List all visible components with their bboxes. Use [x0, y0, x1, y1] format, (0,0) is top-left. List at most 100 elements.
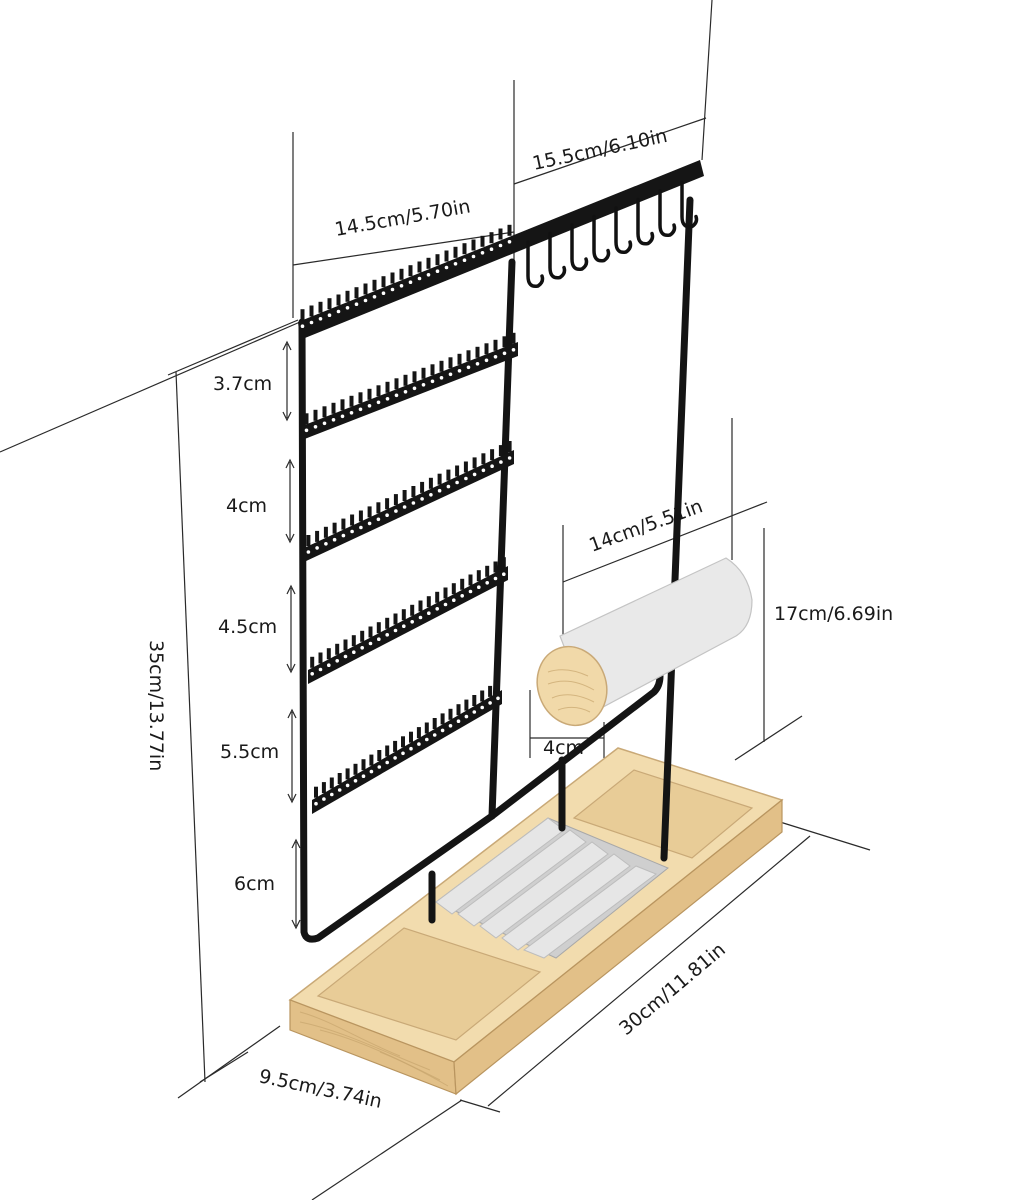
earring-hole	[314, 801, 318, 806]
earring-tooth	[354, 287, 359, 299]
earring-hole	[493, 355, 498, 359]
earring-hole	[393, 628, 398, 633]
earring-hole	[402, 505, 407, 509]
ring-rolls	[435, 817, 658, 959]
earring-hole	[403, 390, 408, 394]
earring-tooth	[341, 518, 346, 530]
earring-tooth	[337, 773, 342, 784]
earring-tooth	[314, 786, 318, 798]
earring-tooth	[485, 565, 490, 577]
necklace-hook	[658, 189, 677, 238]
earring-hole	[300, 324, 305, 329]
earring-hole	[318, 317, 323, 321]
earring-tooth	[381, 276, 386, 288]
earring-tooth	[463, 461, 468, 473]
earring-tooth	[306, 535, 311, 546]
earring-tooth	[416, 727, 421, 739]
earring-hole	[402, 624, 406, 628]
earring-tooth	[376, 385, 381, 397]
earring-hole	[327, 663, 331, 667]
earring-hole	[507, 240, 512, 244]
earring-hole	[464, 714, 469, 719]
earring-tooth	[481, 453, 486, 465]
earring-tooth	[408, 265, 413, 277]
earring-tooth	[403, 374, 408, 386]
earring-tooth	[402, 490, 407, 501]
earring-tooth	[466, 350, 471, 362]
earring-tooth	[385, 745, 390, 757]
earring-hole	[417, 276, 422, 281]
earring-bar-1	[302, 342, 518, 440]
earring-tooth	[489, 232, 494, 244]
earring-hole	[455, 480, 459, 485]
earring-hole	[511, 348, 516, 352]
earring-tooth	[345, 768, 350, 780]
earring-hole	[448, 724, 453, 728]
earring-tooth	[493, 561, 498, 573]
earring-tooth	[369, 754, 374, 766]
bracelet-bar	[536, 557, 753, 727]
earring-hole	[372, 295, 377, 299]
earring-tooth	[451, 583, 456, 595]
earring-tooth	[420, 481, 425, 493]
earring-hole	[343, 654, 348, 659]
earring-hole	[394, 393, 399, 398]
earring-hole	[443, 602, 448, 607]
earring-tooth	[411, 486, 416, 497]
earring-tooth	[475, 346, 480, 358]
earring-hole	[489, 247, 494, 251]
earring-tooth	[428, 477, 433, 489]
spacing-label-5: 6cm	[234, 873, 275, 895]
earring-tooth	[401, 609, 406, 621]
earring-tooth	[315, 530, 320, 542]
earring-hole	[345, 783, 350, 788]
earring-hole	[399, 284, 404, 288]
earring-tooth	[318, 652, 323, 664]
spacing-label-2: 4cm	[226, 495, 267, 517]
earring-tooth	[496, 681, 500, 693]
earring-tooth	[323, 526, 328, 538]
earring-hole	[377, 765, 382, 769]
earring-tooth	[412, 371, 417, 383]
earring-hole	[352, 650, 356, 654]
earring-hole	[385, 633, 390, 637]
earring-hole	[360, 646, 365, 650]
earring-tooth	[455, 465, 460, 477]
earring-hole	[369, 769, 374, 774]
earring-tooth	[350, 514, 355, 526]
earring-tooth	[318, 301, 323, 313]
earring-tooth	[300, 309, 305, 321]
earring-tooth	[476, 570, 481, 582]
earring-tooth	[335, 643, 340, 655]
earring-hole	[368, 641, 373, 646]
earring-tooth	[468, 574, 473, 586]
earring-tooth	[501, 557, 506, 569]
earring-hole	[324, 542, 328, 546]
earring-hole	[361, 774, 366, 778]
earring-tooth	[322, 406, 327, 418]
earring-tooth	[432, 718, 437, 729]
earring-tooth	[309, 305, 314, 317]
earring-hole	[439, 376, 444, 380]
earring-hole	[381, 291, 386, 296]
earring-hole	[426, 273, 431, 277]
earring-tooth	[363, 283, 368, 295]
earring-hole	[462, 258, 467, 263]
spacing-label-3: 4.5cm	[218, 616, 277, 638]
earring-tooth	[367, 388, 372, 400]
bar-height-label: 17cm/6.69in	[774, 603, 893, 625]
earring-hole	[358, 407, 363, 412]
earring-hole	[359, 525, 363, 530]
earring-bar-3	[308, 566, 508, 684]
earring-hole	[349, 411, 354, 415]
necklace-hook	[680, 180, 699, 229]
earring-tooth	[417, 261, 422, 273]
earring-hole	[341, 533, 346, 538]
necklace-hook	[570, 223, 589, 272]
earring-hole	[354, 302, 359, 307]
earring-hole	[480, 705, 485, 710]
earring-teeth	[300, 224, 516, 806]
earring-tooth	[507, 441, 512, 452]
